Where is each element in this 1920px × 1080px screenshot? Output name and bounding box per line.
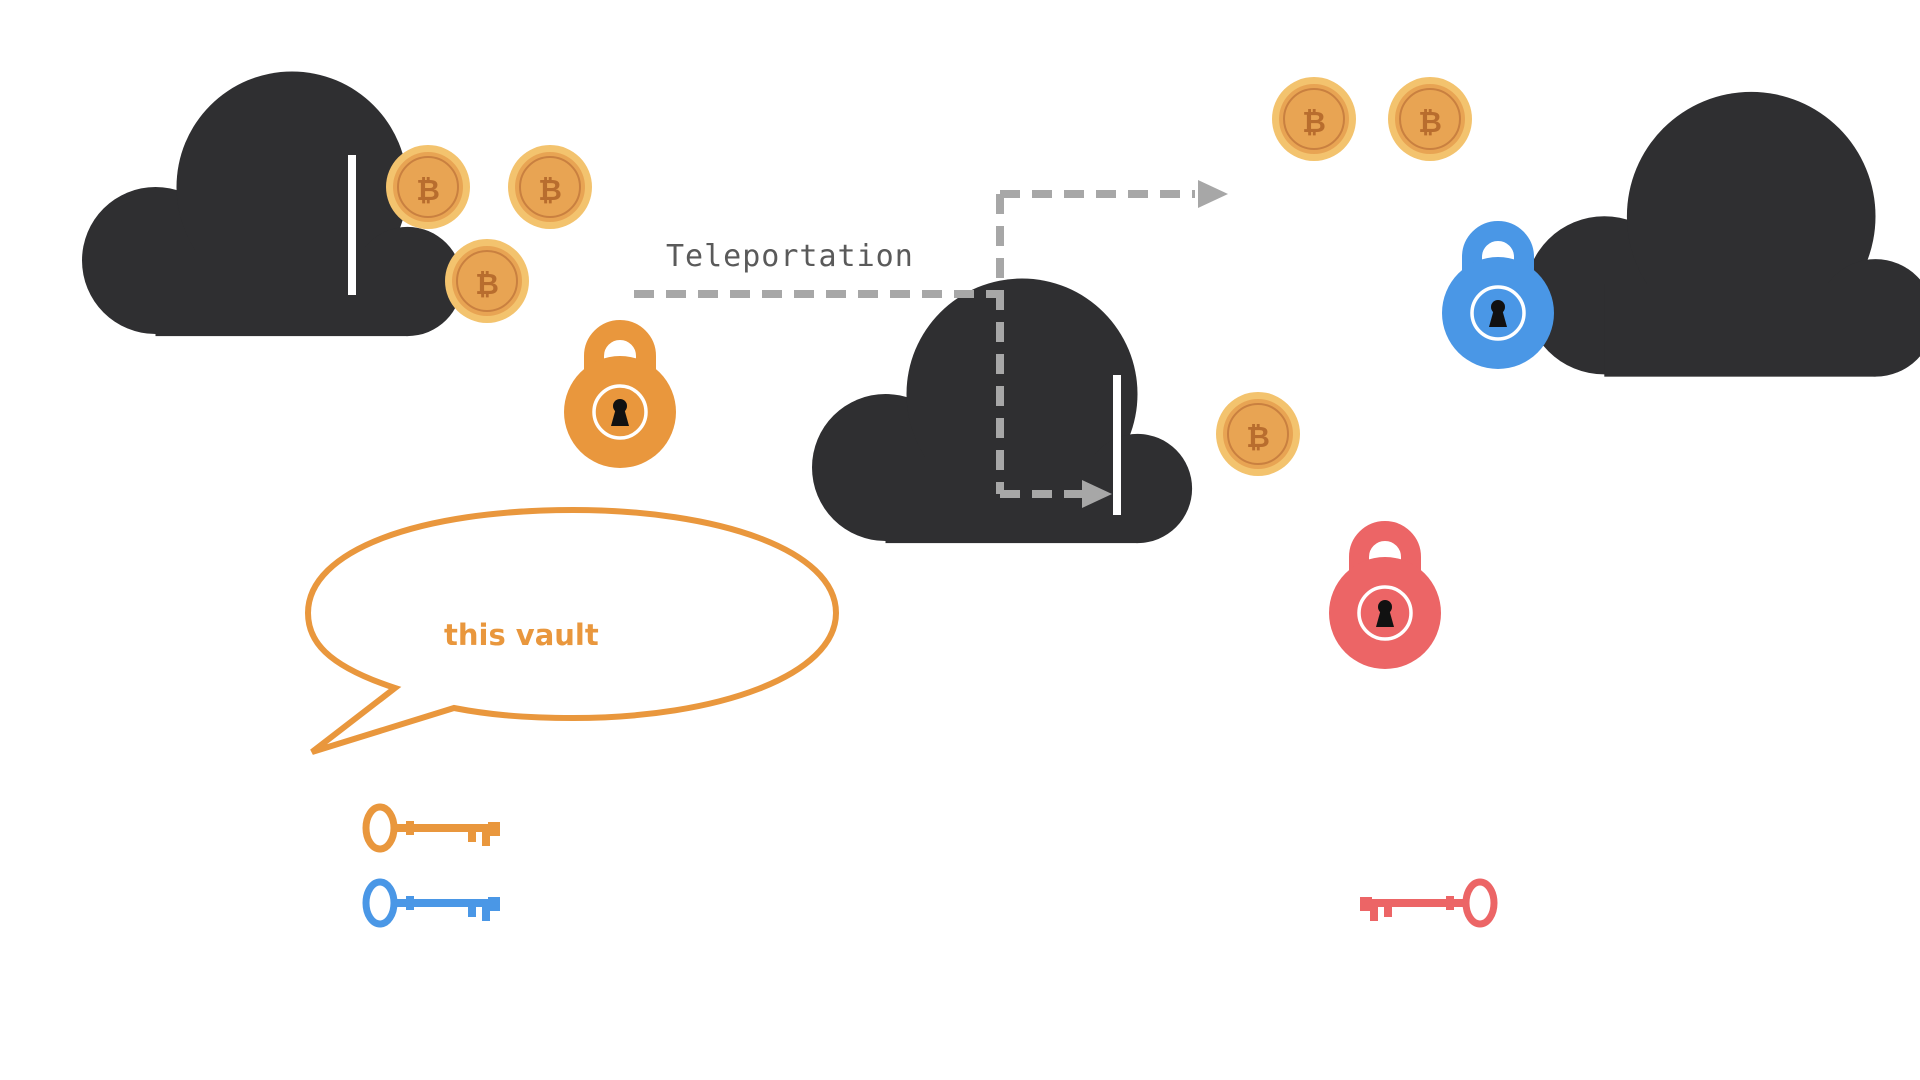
key-icon (366, 882, 500, 924)
bitcoin-icon: ₿ (1271, 76, 1357, 162)
svg-text:₿: ₿ (475, 267, 499, 301)
cloud-icon (812, 278, 1193, 544)
arrow-icon (1198, 180, 1228, 208)
speech-bubble-text: this vault (444, 618, 599, 652)
bitcoin-icon: ₿ (385, 144, 471, 230)
bitcoin-icon: ₿ (1215, 391, 1301, 477)
padlock-icon (564, 330, 676, 468)
svg-text:₿: ₿ (1302, 105, 1326, 139)
key-icon (366, 807, 500, 849)
svg-text:₿: ₿ (1418, 105, 1442, 139)
speech-bubble: this vault (304, 506, 840, 755)
key-icon (1360, 882, 1494, 924)
bitcoin-icon: ₿ (1387, 76, 1473, 162)
svg-text:₿: ₿ (538, 173, 562, 207)
bitcoin-icon: ₿ (507, 144, 593, 230)
padlock-icon (1329, 531, 1441, 669)
cloud-center (812, 278, 1193, 544)
padlock-icon (1442, 231, 1554, 369)
cloud-top-right (1525, 91, 1920, 377)
cloud-top-left (82, 71, 463, 337)
teleportation-arrow (634, 190, 1195, 498)
bitcoin-icon: ₿ (444, 238, 530, 324)
arrow-icon (1082, 480, 1112, 508)
svg-text:₿: ₿ (416, 173, 440, 207)
cloud-icon (1525, 91, 1920, 377)
svg-text:₿: ₿ (1246, 420, 1270, 454)
teleportation-label: Teleportation (666, 239, 914, 274)
